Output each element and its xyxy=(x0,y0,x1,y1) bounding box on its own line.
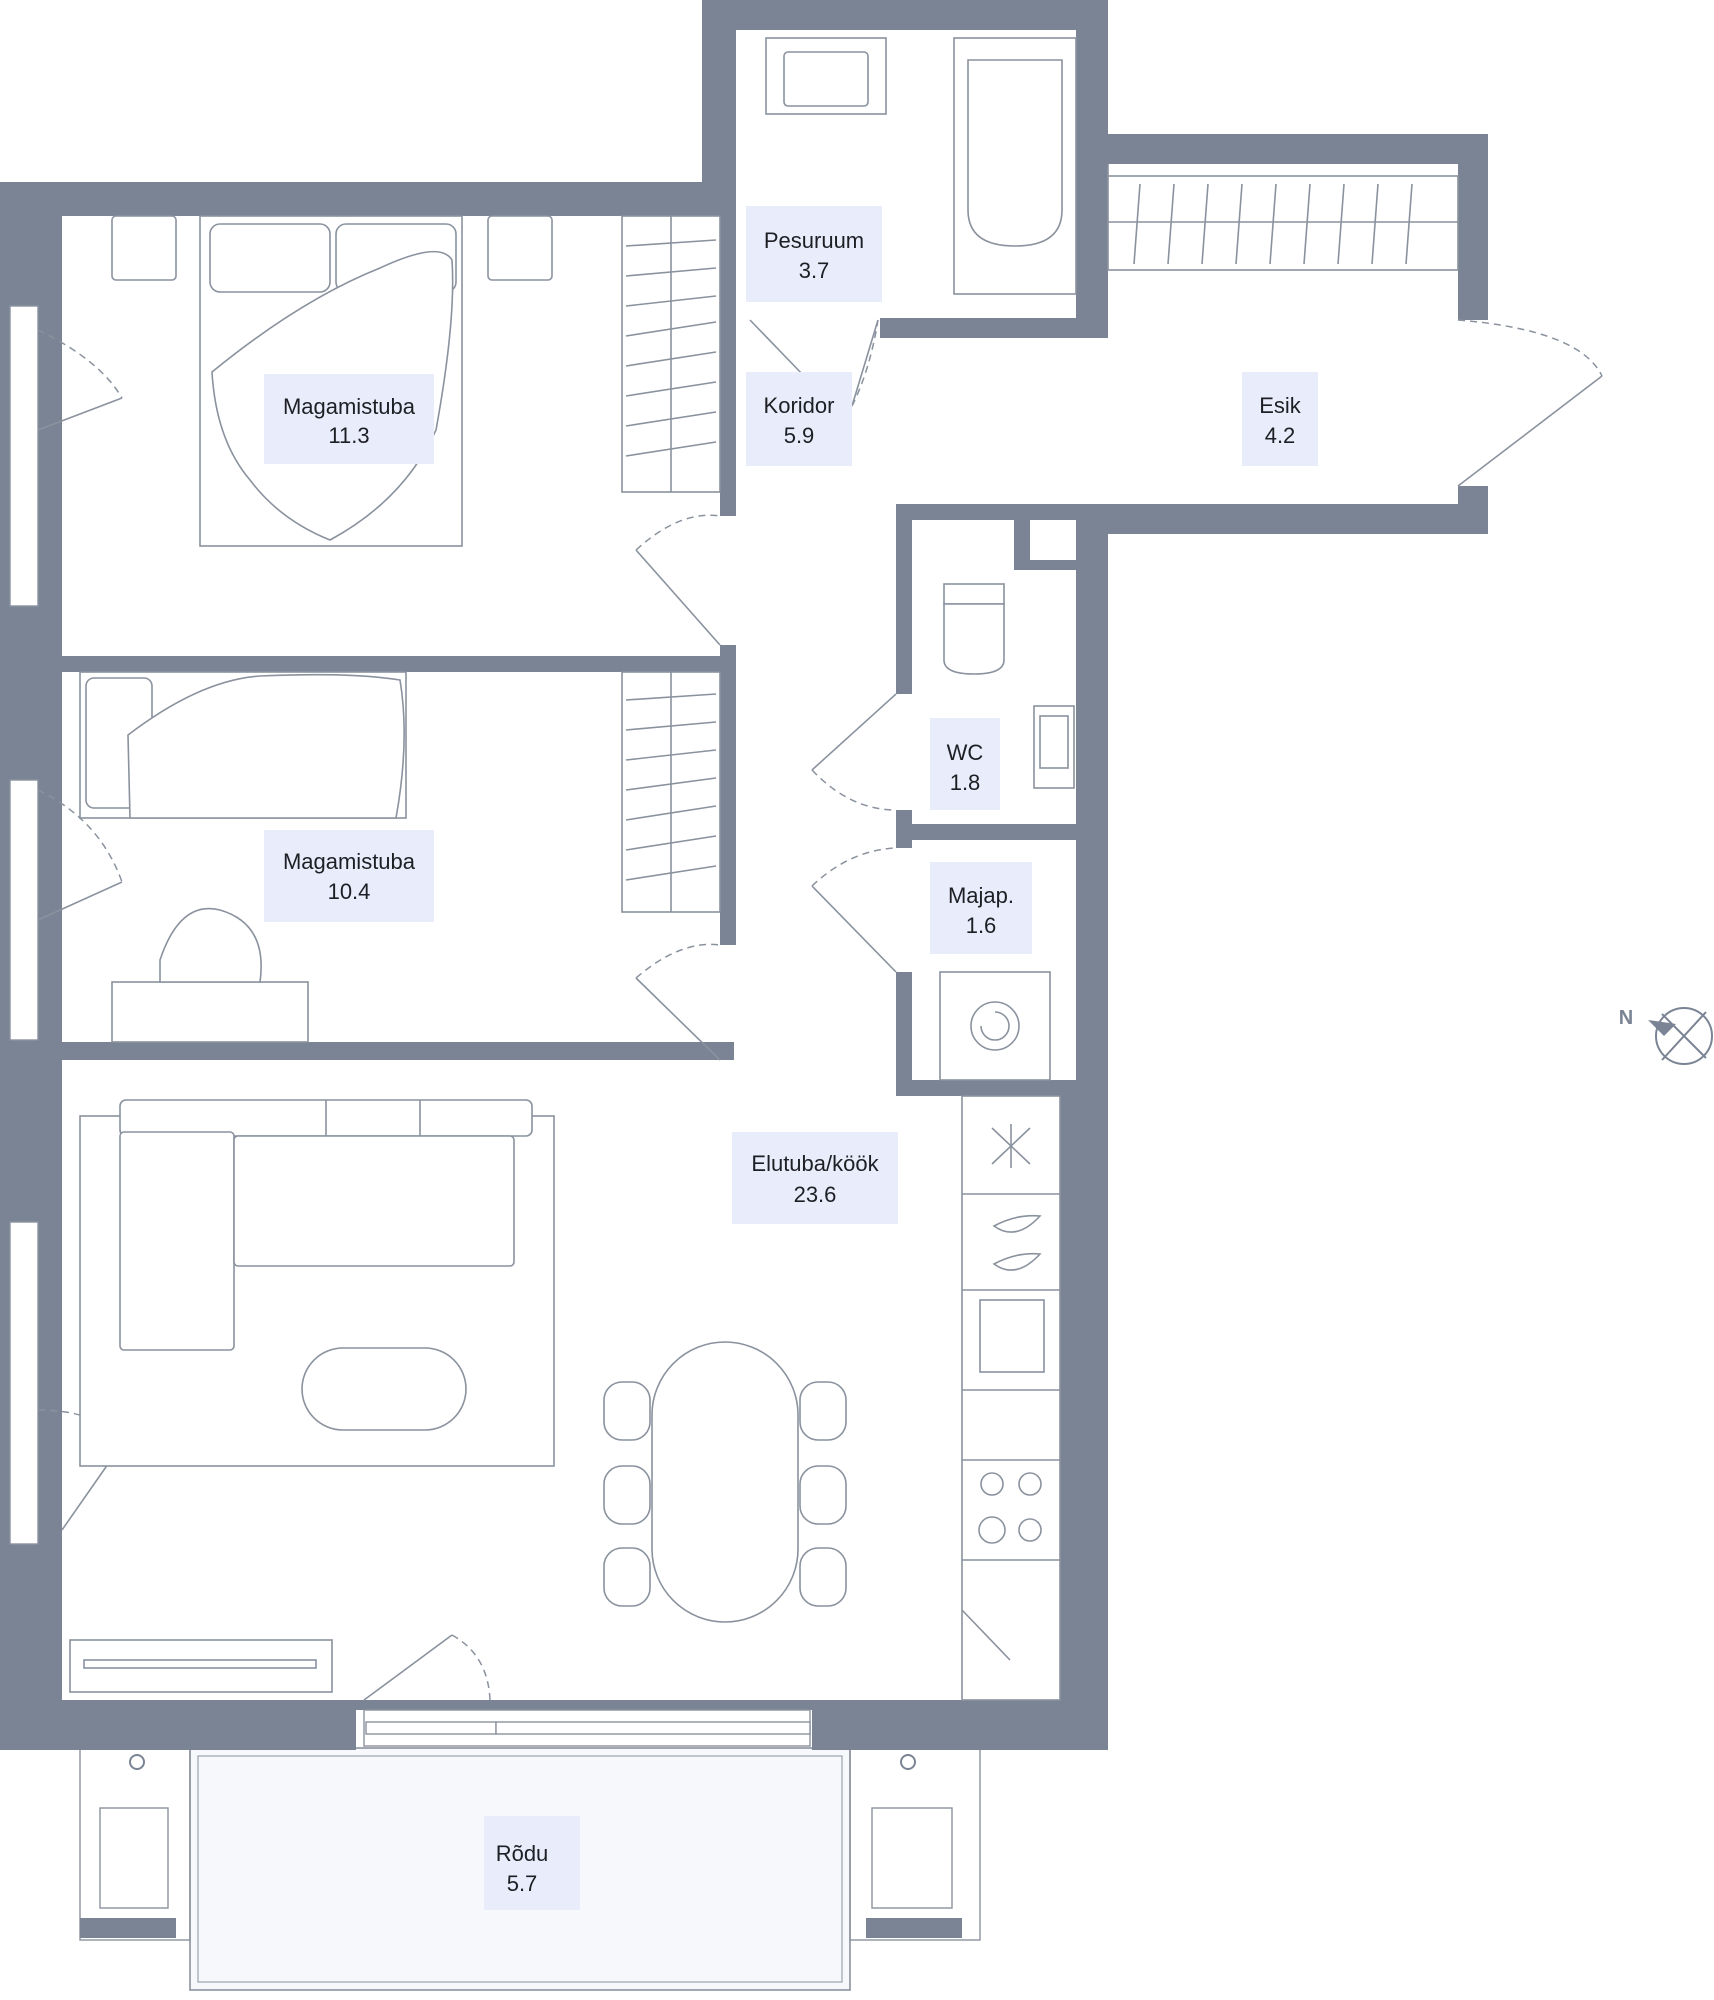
room-label-wc: WC 1.8 xyxy=(930,718,1000,810)
room-area: 5.9 xyxy=(784,423,815,448)
room-name: Pesuruum xyxy=(764,228,864,253)
room-label-utility: Majap. 1.6 xyxy=(930,862,1032,954)
room-name: Magamistuba xyxy=(283,394,416,419)
room-name: Rõdu xyxy=(496,1841,549,1866)
room-area: 11.3 xyxy=(328,423,369,448)
entrance-wardrobe xyxy=(1107,175,1459,271)
room-name: WC xyxy=(947,740,984,765)
room-name: Koridor xyxy=(764,393,835,418)
balcony-door xyxy=(363,1634,811,1747)
bedroom-2-furniture xyxy=(37,671,721,1043)
room-area: 23.6 xyxy=(794,1182,837,1207)
room-label-balcony: Rõdu 5.7 xyxy=(484,1816,580,1910)
room-area: 1.6 xyxy=(966,913,997,938)
room-name: Magamistuba xyxy=(283,849,416,874)
room-label-entrance: Esik 4.2 xyxy=(1242,372,1318,466)
north-label: N xyxy=(1619,1007,1633,1029)
room-area: 5.7 xyxy=(507,1871,538,1896)
wc-fixtures xyxy=(943,583,1075,789)
bathroom-fixtures xyxy=(765,37,1109,295)
room-label-bedroom-1: Magamistuba 11.3 xyxy=(264,374,434,464)
room-name: Elutuba/köök xyxy=(751,1151,879,1176)
room-name: Esik xyxy=(1259,393,1302,418)
room-area: 10.4 xyxy=(328,879,371,904)
walls xyxy=(0,0,1488,1750)
room-area: 4.2 xyxy=(1265,423,1296,448)
room-area: 1.8 xyxy=(950,770,981,795)
room-label-living-kitchen: Elutuba/köök 23.6 xyxy=(732,1132,898,1224)
room-area: 3.7 xyxy=(799,258,830,283)
room-label-bathroom: Pesuruum 3.7 xyxy=(746,206,882,302)
room-label-corridor: Koridor 5.9 xyxy=(746,372,852,466)
room-label-bedroom-2: Magamistuba 10.4 xyxy=(264,830,434,922)
north-arrow-icon: N xyxy=(1619,1007,1713,1065)
living-kitchen-furniture xyxy=(69,1095,1061,1701)
room-name: Majap. xyxy=(948,883,1014,908)
interior-doors xyxy=(37,319,1603,1531)
utility-fixtures xyxy=(939,971,1051,1081)
balcony xyxy=(79,1739,981,1991)
